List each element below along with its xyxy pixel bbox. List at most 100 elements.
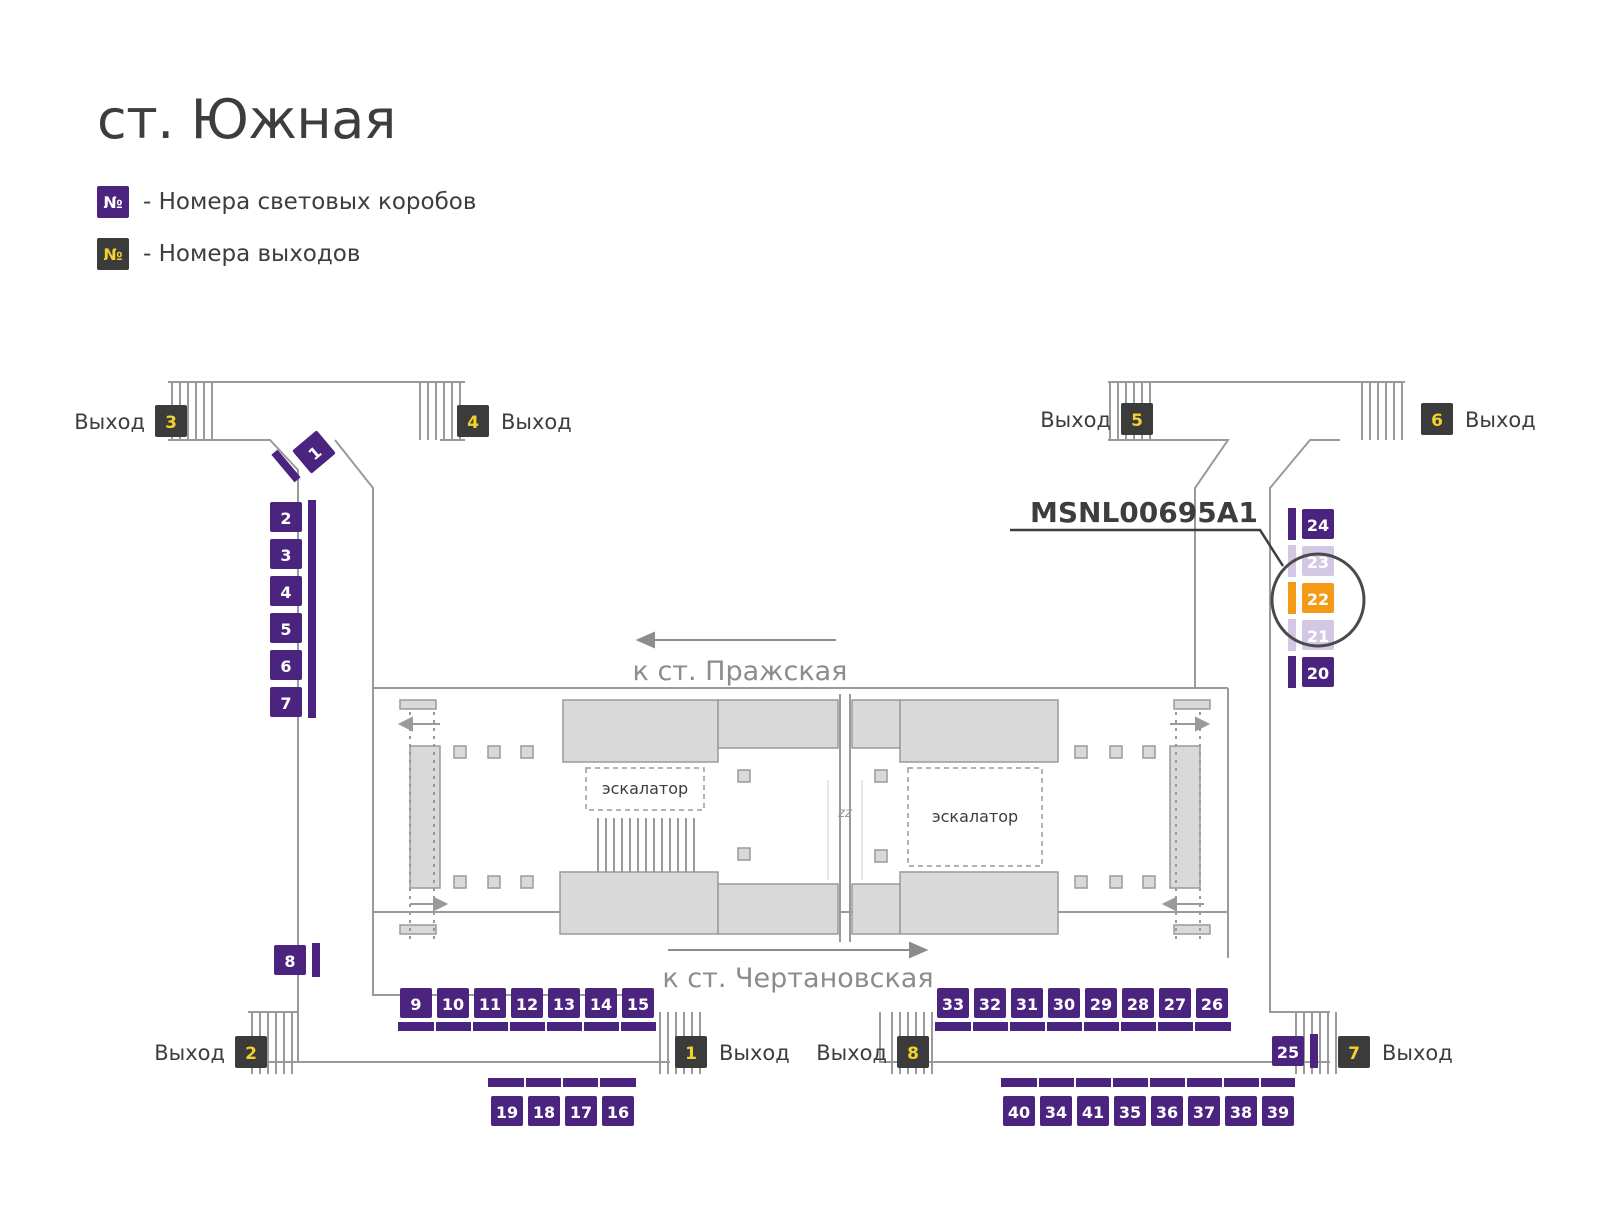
light-box-29: 29 bbox=[1085, 988, 1117, 1018]
exit-badge bbox=[1421, 403, 1453, 435]
side-arrows bbox=[397, 712, 1211, 940]
light-box-16: 16 bbox=[602, 1096, 634, 1126]
bar-divider bbox=[434, 1022, 436, 1031]
light-box-rect bbox=[474, 988, 506, 1018]
light-box-8: 8 bbox=[274, 945, 306, 975]
light-box-30: 30 bbox=[1048, 988, 1080, 1018]
light-box-rect bbox=[1302, 583, 1334, 613]
light-box-rect bbox=[1159, 988, 1191, 1018]
light-box-6: 6 bbox=[270, 650, 302, 680]
light-box-31: 31 bbox=[1011, 988, 1043, 1018]
light-box-number: 34 bbox=[1045, 1103, 1067, 1122]
light-box-rect bbox=[1302, 657, 1334, 687]
bar-divider bbox=[971, 1022, 973, 1031]
light-box-22: 22 bbox=[1302, 583, 1334, 613]
light-box-rect bbox=[270, 502, 302, 532]
light-box-number: 18 bbox=[533, 1103, 555, 1122]
light-box-number: 30 bbox=[1053, 995, 1075, 1014]
bar-divider bbox=[1259, 1078, 1261, 1087]
light-box-39: 39 bbox=[1262, 1096, 1294, 1126]
gap-mark: zz bbox=[837, 806, 853, 821]
legend-item-boxes: № - Номера световых коробов bbox=[97, 185, 476, 219]
exit-label: Выход bbox=[74, 410, 145, 434]
stairs-exit-6 bbox=[1361, 382, 1403, 440]
light-box-rect bbox=[270, 613, 302, 643]
light-box-number: 19 bbox=[496, 1103, 518, 1122]
light-box-34: 34 bbox=[1040, 1096, 1072, 1126]
light-box-number: 11 bbox=[479, 995, 501, 1014]
light-box-number: 20 bbox=[1307, 664, 1329, 683]
light-box-number: 17 bbox=[570, 1103, 592, 1122]
callout: MSNL00695A1 bbox=[1010, 496, 1366, 648]
light-box-37: 37 bbox=[1188, 1096, 1220, 1126]
light-box-20: 20 bbox=[1302, 657, 1334, 687]
light-box-19: 19 bbox=[491, 1096, 523, 1126]
light-box-41: 41 bbox=[1077, 1096, 1109, 1126]
light-box-1: 1 bbox=[292, 431, 336, 473]
exit-number: 8 bbox=[907, 1044, 919, 1064]
bar-divider bbox=[1074, 1078, 1076, 1087]
legend-box-swatch: № bbox=[97, 186, 129, 218]
light-box-rect bbox=[437, 988, 469, 1018]
exit-label: Выход bbox=[501, 410, 572, 434]
bar-divider bbox=[598, 1078, 600, 1087]
light-box-bar bbox=[312, 943, 320, 977]
light-box-9: 9 bbox=[400, 988, 432, 1018]
light-box-13: 13 bbox=[548, 988, 580, 1018]
exit-number: 5 bbox=[1131, 411, 1143, 431]
light-box-rect bbox=[1114, 1096, 1146, 1126]
light-box-number: 15 bbox=[627, 995, 649, 1014]
light-box-rect bbox=[1151, 1096, 1183, 1126]
light-box-number: 38 bbox=[1230, 1103, 1252, 1122]
bar-divider bbox=[1111, 1078, 1113, 1087]
light-box-number: 3 bbox=[280, 546, 291, 565]
light-box-23: 23 bbox=[1302, 546, 1334, 576]
light-box-number: 23 bbox=[1307, 553, 1329, 572]
light-box-4: 4 bbox=[270, 576, 302, 606]
arrow-right-icon bbox=[909, 941, 929, 959]
light-box-rect bbox=[270, 650, 302, 680]
light-box-rect bbox=[1077, 1096, 1109, 1126]
light-box-rect bbox=[1085, 988, 1117, 1018]
light-box-bar-right bbox=[1288, 656, 1296, 688]
highlight-circle bbox=[1270, 552, 1366, 648]
exit-label: Выход bbox=[1382, 1041, 1453, 1065]
light-box-number: 10 bbox=[442, 995, 464, 1014]
exit-label: Выход bbox=[719, 1041, 790, 1065]
light-box-number: 8 bbox=[284, 952, 295, 971]
light-box-3: 3 bbox=[270, 539, 302, 569]
page-title: ст. Южная bbox=[97, 88, 396, 151]
light-box-rect bbox=[400, 988, 432, 1018]
light-box-bar-right bbox=[1288, 508, 1296, 540]
light-box-25: 25 bbox=[1272, 1036, 1304, 1066]
light-box-10: 10 bbox=[437, 988, 469, 1018]
light-box-number: 36 bbox=[1156, 1103, 1178, 1122]
light-box-rect bbox=[270, 576, 302, 606]
light-box-12: 12 bbox=[511, 988, 543, 1018]
light-box-number: 12 bbox=[516, 995, 538, 1014]
light-box-number: 27 bbox=[1164, 995, 1186, 1014]
bar-divider bbox=[561, 1078, 563, 1087]
bar-divider bbox=[1119, 1022, 1121, 1031]
light-box-rect bbox=[602, 1096, 634, 1126]
light-box-rect bbox=[937, 988, 969, 1018]
light-box-number: 13 bbox=[553, 995, 575, 1014]
exit-badge bbox=[1338, 1036, 1370, 1068]
escalator-label-right: эскалатор bbox=[932, 807, 1018, 826]
platform-blocks bbox=[399, 699, 1211, 935]
legend-box-label: - Номера световых коробов bbox=[143, 189, 477, 215]
light-box-number: 9 bbox=[410, 995, 421, 1014]
arrow-left-icon bbox=[635, 631, 655, 649]
light-box-number: 25 bbox=[1277, 1043, 1299, 1062]
bar-divider bbox=[1037, 1078, 1039, 1087]
exit-number: 7 bbox=[1348, 1044, 1360, 1064]
light-box-number: 21 bbox=[1307, 627, 1329, 646]
light-box-number: 7 bbox=[280, 694, 291, 713]
light-box-2: 2 bbox=[270, 502, 302, 532]
light-box-rect bbox=[974, 988, 1006, 1018]
legend-exit-label: - Номера выходов bbox=[143, 241, 361, 267]
